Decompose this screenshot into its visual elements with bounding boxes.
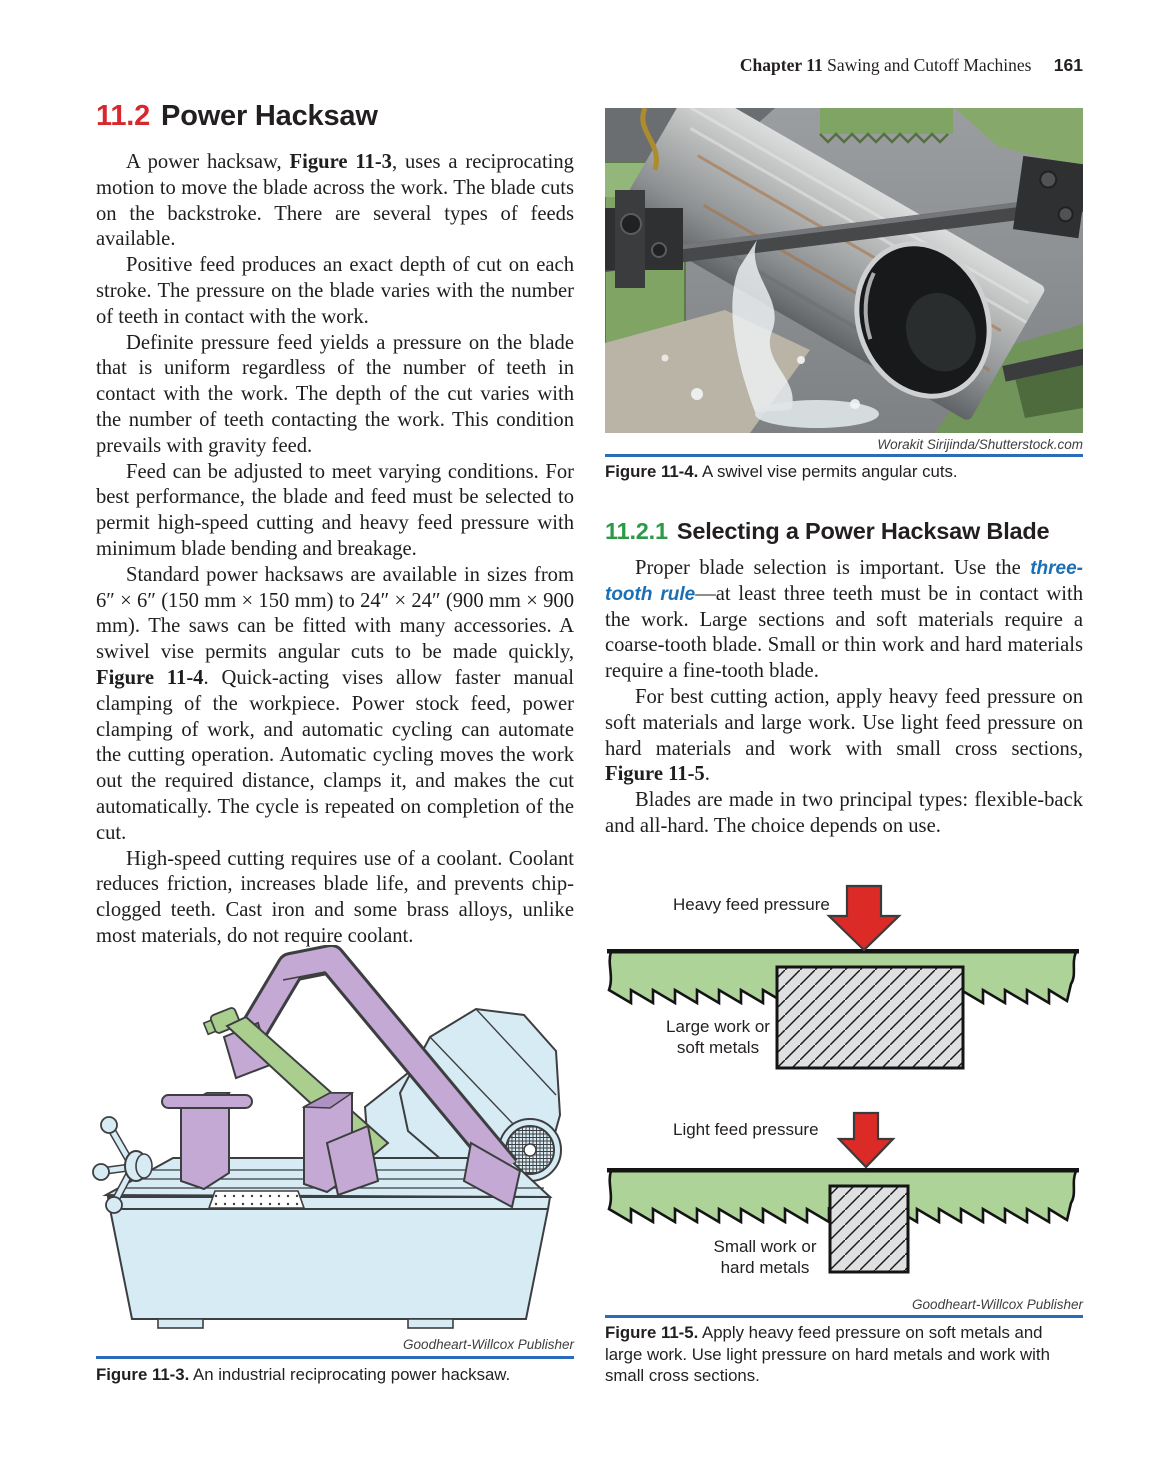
- chapter-label: Chapter 11: [739, 55, 823, 75]
- saw-bow-frame: [222, 945, 522, 1209]
- photo-coolant: [661, 240, 879, 428]
- paragraph: Proper blade selection is important. Use…: [605, 556, 1083, 685]
- figure-11-5-credit: Goodheart-Willcox Publisher: [912, 1297, 1083, 1312]
- small-work-label-line1: Small work or: [714, 1237, 817, 1256]
- figure-reference: Figure 11-3: [289, 151, 392, 173]
- section-title: Selecting a Power Hacksaw Blade: [676, 518, 1050, 544]
- photo-pipe-opening: [854, 241, 992, 399]
- blade-back-edge: [607, 949, 1079, 954]
- figure-label: Figure 11-3.: [96, 1365, 190, 1384]
- key-term: three-tooth rule: [605, 558, 1083, 605]
- figure-caption-text: Apply heavy feed pressure on soft metals…: [605, 1323, 1050, 1385]
- light-feed-arrow: [836, 1111, 896, 1169]
- paragraph-text: A power hacksaw,: [126, 151, 290, 173]
- figure-11-3-hacksaw-illustration: [92, 945, 562, 1329]
- paragraph: Definite pressure feed yields a pressure…: [96, 331, 574, 457]
- figure-11-5-heavy-feed-diagram: Heavy feed pressure Large work or soft m…: [607, 884, 1079, 1070]
- section-heading-11-2: 11.2 Power Hacksaw: [96, 100, 574, 133]
- running-head: Chapter 11 Sawing and Cutoff Machines 16…: [400, 55, 1083, 76]
- handwheel: [92, 1116, 153, 1214]
- section-heading-11-2-1: 11.2.1 Selecting a Power Hacksaw Blade: [605, 518, 1083, 545]
- photo-left-clamp: [605, 190, 683, 288]
- paragraph: A power hacksaw, Figure 11-3, uses a rec…: [96, 150, 574, 253]
- heavy-feed-pressure-label: Heavy feed pressure: [673, 895, 830, 914]
- section-number: 11.2: [96, 100, 151, 132]
- large-work-label-line1: Large work or: [666, 1017, 770, 1036]
- paragraph: Standard power hacksaws are available in…: [96, 563, 574, 847]
- figure-11-4-photo: [605, 108, 1083, 433]
- figure-label: Figure 11-4.: [605, 462, 699, 481]
- figure-rule: [96, 1356, 574, 1359]
- figure-reference: Figure 11-4: [96, 666, 204, 689]
- section-number: 11.2.1: [605, 518, 668, 544]
- figure-reference: Figure 11-5: [605, 763, 705, 786]
- figure-rule: [605, 1315, 1083, 1318]
- photo-yellow-wire: [640, 108, 659, 171]
- machine-foot: [407, 1318, 454, 1329]
- figure-rule: [605, 454, 1083, 457]
- figure-11-4-caption: Figure 11-4. A swivel vise permits angul…: [605, 461, 1083, 483]
- paragraph-text: Proper blade selection is important. Use…: [635, 557, 1031, 579]
- blade-back-edge: [607, 1168, 1079, 1173]
- left-column-text: A power hacksaw, Figure 11-3, uses a rec…: [96, 150, 574, 950]
- small-work-label-line2: hard metals: [721, 1258, 810, 1277]
- paragraph-text: Standard power hacksaws are available in…: [96, 563, 574, 664]
- paragraph: For best cutting action, apply heavy fee…: [605, 685, 1083, 788]
- figure-11-5-light-feed-diagram: Light feed pressure Small work or hard m…: [607, 1111, 1079, 1277]
- heavy-feed-arrow: [826, 884, 902, 952]
- vise-left-jaw: [161, 1092, 253, 1191]
- paragraph: Feed can be adjusted to meet varying con…: [96, 460, 574, 560]
- figure-caption-text: A swivel vise permits angular cuts.: [702, 462, 958, 481]
- photo-right-clamp: [1013, 155, 1083, 239]
- section-title: Power Hacksaw: [161, 100, 378, 132]
- figure-11-3-caption: Figure 11-3. An industrial reciprocating…: [96, 1364, 574, 1386]
- figure-label: Figure 11-5.: [605, 1323, 699, 1342]
- vise-handle: [161, 1094, 253, 1109]
- large-work-label-line2: soft metals: [677, 1038, 759, 1057]
- figure-11-3-credit: Goodheart-Willcox Publisher: [403, 1337, 574, 1352]
- paragraph: High-speed cutting requires use of a coo…: [96, 847, 574, 947]
- page-number: 161: [1053, 55, 1083, 75]
- light-feed-pressure-label: Light feed pressure: [673, 1120, 819, 1139]
- chapter-title: Sawing and Cutoff Machines: [827, 55, 1032, 75]
- paragraph-text: For best cutting action, apply heavy fee…: [605, 685, 1083, 760]
- paragraph: Blades are made in two principal types: …: [605, 789, 1083, 837]
- paragraph-text: —at least three teeth must be in contact…: [605, 582, 1083, 683]
- photo-green-gear-rack: [820, 108, 953, 134]
- machine-foot: [157, 1318, 204, 1329]
- photo-green-machine-part: [955, 108, 1083, 168]
- paragraph: Positive feed produces an exact depth of…: [96, 254, 574, 328]
- figure-caption-text: An industrial reciprocating power hacksa…: [193, 1365, 511, 1384]
- right-column-text: Proper blade selection is important. Use…: [605, 556, 1083, 840]
- figure-11-4-credit: Worakit Sirijinda/Shutterstock.com: [877, 437, 1083, 452]
- figure-11-5-caption: Figure 11-5. Apply heavy feed pressure o…: [605, 1322, 1083, 1387]
- paragraph-text: , uses a reciprocating motion to move th…: [96, 151, 574, 251]
- photo-rod: [1002, 346, 1083, 382]
- paragraph-text: .: [704, 763, 710, 786]
- paragraph-text: . Quick-acting vises allow faster manual…: [96, 666, 574, 844]
- machine-base: [108, 1208, 550, 1320]
- vise-right-jaw: [301, 1092, 380, 1197]
